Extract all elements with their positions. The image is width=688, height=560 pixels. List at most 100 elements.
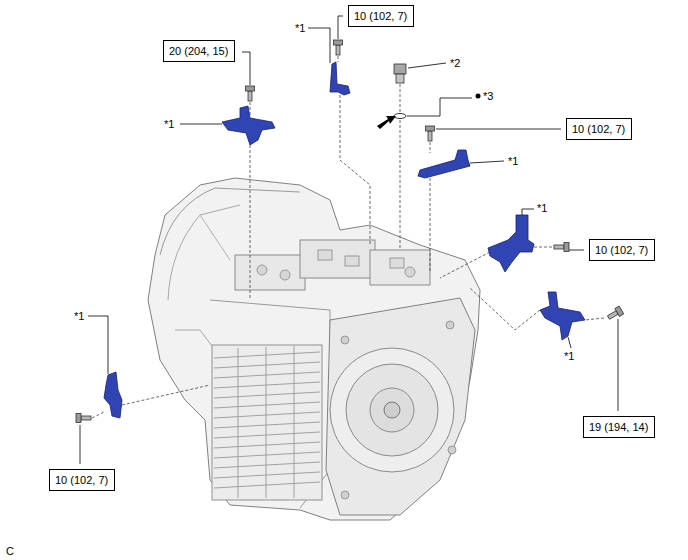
side-cover — [326, 298, 475, 515]
torque-spec-box: 10 (102, 7) — [348, 5, 414, 27]
bolt — [246, 86, 255, 101]
bracket — [488, 215, 534, 272]
leader-line — [407, 98, 472, 116]
cooling-fins — [214, 422, 320, 428]
torque-value: 10 (102, 7) — [595, 243, 649, 257]
bracket — [330, 62, 350, 95]
cooling-fins — [238, 348, 239, 498]
transmission-body — [175, 330, 215, 350]
cooling-fins — [214, 442, 320, 448]
transmission-body — [148, 178, 480, 520]
transmission-body — [148, 178, 480, 520]
leader-line — [408, 63, 446, 68]
cooling-fins — [214, 462, 320, 468]
callout-number: *1 — [294, 22, 306, 35]
side-cover — [370, 388, 414, 432]
side-cover — [448, 446, 456, 454]
cooling-fins — [214, 452, 320, 458]
installation-lines — [92, 56, 604, 418]
cooling-fins — [266, 347, 267, 498]
cooling-fins — [294, 346, 295, 498]
leader-line — [80, 425, 81, 464]
leader-line — [242, 52, 250, 85]
callout-number: *2 — [449, 57, 461, 70]
leader-line — [436, 129, 561, 130]
bracket — [418, 150, 470, 178]
torque-value: 10 (102, 7) — [572, 122, 626, 136]
torque-value: 10 (102, 7) — [55, 473, 109, 487]
torque-value: 10 (102, 7) — [354, 9, 408, 23]
leader-line — [470, 161, 504, 163]
transmission-body — [405, 267, 415, 277]
transmission-body — [370, 250, 430, 285]
bolt — [606, 306, 623, 321]
cooling-fins — [212, 345, 322, 500]
cooling-fins — [214, 382, 320, 388]
cooling-fins — [214, 432, 320, 438]
callout-number: *1 — [73, 310, 85, 323]
figure-code: C — [5, 545, 15, 558]
side-cover — [326, 298, 475, 515]
callout-number: *1 — [536, 202, 548, 215]
leader-line — [180, 124, 222, 125]
bracket — [104, 372, 122, 418]
side-cover — [384, 402, 400, 418]
leader-line — [80, 16, 618, 464]
bracket — [540, 292, 585, 340]
transmission-body — [168, 205, 240, 300]
torque-value: 19 (194, 14) — [589, 420, 649, 434]
installation-lines — [430, 142, 431, 153]
installation-lines — [430, 178, 431, 272]
bolt — [554, 243, 569, 252]
leader-line — [618, 319, 619, 411]
torque-spec-box: 20 (204, 15) — [163, 40, 235, 62]
cooling-fins — [214, 402, 320, 408]
installation-lines — [340, 95, 370, 245]
installation-lines — [250, 145, 251, 300]
cooling-fins — [214, 372, 320, 378]
transmission-body — [300, 240, 375, 278]
side-cover — [346, 364, 438, 456]
installation-lines — [92, 412, 104, 418]
leader-line — [522, 209, 534, 215]
transmission-body — [200, 215, 230, 260]
transmission-body — [257, 265, 267, 275]
torque-spec-box: 10 (102, 7) — [589, 239, 655, 261]
torque-value: 20 (204, 15) — [169, 44, 229, 58]
cooling-fins — [214, 392, 320, 398]
drain-plug — [476, 94, 481, 99]
torque-spec-box: 10 (102, 7) — [49, 469, 115, 491]
drain-plug — [377, 116, 396, 129]
drain-plug — [394, 64, 406, 74]
transmission-body — [235, 255, 305, 290]
installation-lines — [338, 56, 339, 62]
leader-line — [308, 28, 330, 63]
installation-lines — [470, 288, 540, 330]
bolt — [76, 40, 624, 423]
installation-lines — [585, 318, 604, 320]
cooling-fins — [214, 362, 320, 368]
side-cover — [446, 321, 454, 329]
installation-lines — [122, 385, 210, 405]
cooling-fins — [214, 482, 320, 488]
transmission-body — [390, 258, 404, 268]
callout-number: *1 — [163, 118, 175, 131]
leader-line — [569, 250, 584, 251]
transmission-body — [318, 250, 332, 260]
cooling-fins — [214, 412, 320, 418]
installation-lines — [400, 120, 401, 250]
leader-line — [338, 16, 343, 39]
side-cover — [341, 336, 349, 344]
side-cover — [330, 348, 454, 472]
transmission-body — [280, 270, 290, 280]
transmission-body — [345, 256, 359, 266]
side-cover — [341, 491, 349, 499]
bracket — [222, 106, 275, 145]
cooling-fins — [214, 352, 320, 358]
transmission-body — [210, 300, 330, 508]
installation-lines — [400, 84, 401, 112]
bracket — [104, 62, 585, 418]
installation-lines — [440, 252, 490, 278]
torque-spec-box: 19 (194, 14) — [583, 416, 655, 438]
